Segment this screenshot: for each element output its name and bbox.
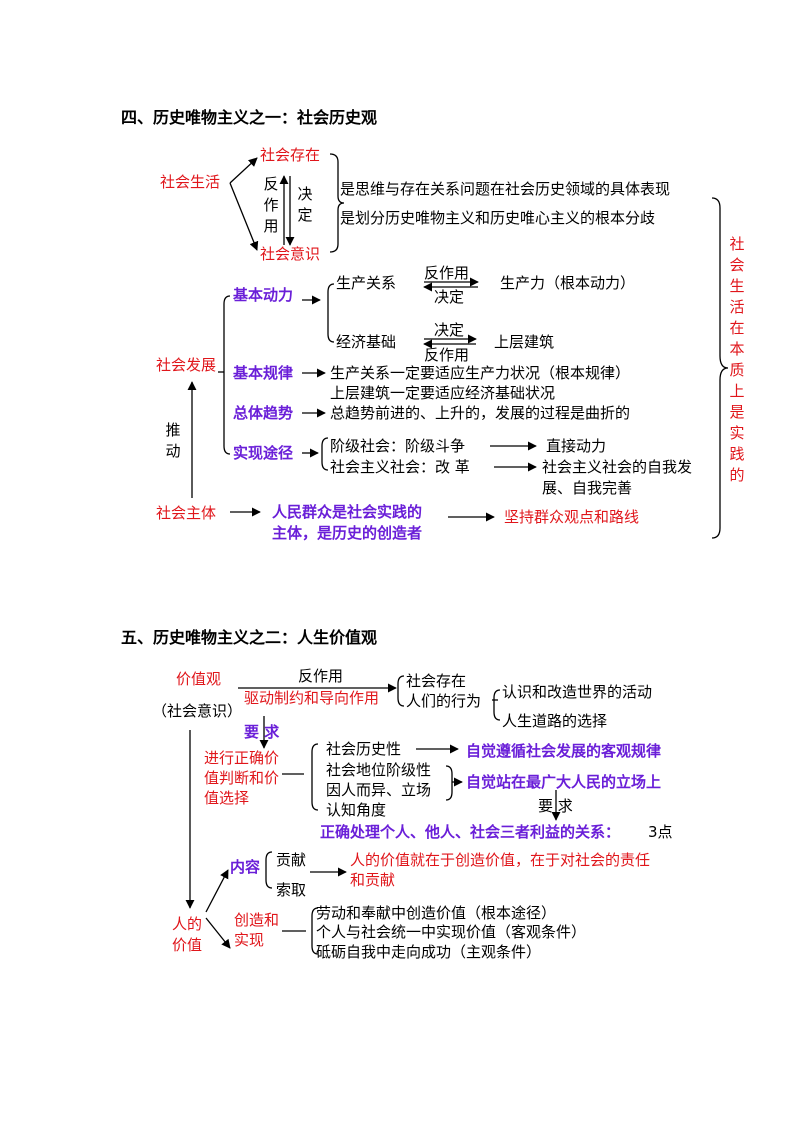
require-label-2: 要 求 bbox=[538, 797, 573, 815]
values-sub: （社会意识） bbox=[152, 702, 243, 720]
social-subject: 社会主体 bbox=[156, 504, 217, 522]
basic-power: 基本动力 bbox=[233, 286, 294, 304]
reaction-label: 反作用 bbox=[263, 175, 279, 235]
follow-law: 自觉遵循社会发展的客观规律 bbox=[466, 742, 662, 760]
social-consciousness: 社会意识 bbox=[260, 245, 321, 263]
determine-label: 决定 bbox=[297, 185, 313, 224]
social-life: 社会生活 bbox=[160, 173, 221, 191]
general-trend: 总体趋势 bbox=[233, 404, 294, 422]
value-lies-2: 和贡献 bbox=[350, 871, 396, 889]
expression-text: 是思维与存在关系问题在社会历史领域的具体表现 bbox=[340, 180, 671, 198]
masses-line-1: 人民群众是社会实践的 bbox=[272, 503, 423, 521]
varies: 因人而异、立场 bbox=[326, 781, 432, 799]
social-existence-2: 社会存在 bbox=[406, 672, 467, 690]
human-value-1: 人的 bbox=[172, 915, 203, 933]
side-note: 社会生活在本质上是实践的 bbox=[729, 235, 745, 484]
reaction-label-4: 反作用 bbox=[298, 667, 344, 685]
masses-line-2: 主体，是历史的创造者 bbox=[272, 524, 423, 542]
law-line-1: 生产关系一定要适应生产力状况（根本规律） bbox=[330, 364, 631, 382]
self-development-1: 社会主义社会的自我发 bbox=[542, 458, 693, 476]
create-line-2: 实现 bbox=[234, 931, 265, 949]
human-behavior: 人们的行为 bbox=[406, 692, 482, 710]
economic-base: 经济基础 bbox=[336, 333, 397, 351]
push-label: 推动 bbox=[165, 421, 181, 460]
basic-law: 基本规律 bbox=[233, 364, 294, 382]
drive-label: 驱动制约和导向作用 bbox=[244, 689, 380, 707]
production-relations: 生产关系 bbox=[336, 274, 397, 292]
law-line-2: 上层建筑一定要适应经济基础状况 bbox=[330, 384, 556, 402]
take: 索取 bbox=[276, 881, 307, 899]
mass-line: 坚持群众观点和路线 bbox=[504, 508, 640, 526]
way-3: 砥砺自我中走向成功（主观条件） bbox=[316, 943, 542, 961]
life-path: 人生道路的选择 bbox=[502, 712, 608, 730]
trend-text: 总趋势前进的、上升的，发展的过程是曲折的 bbox=[330, 404, 631, 422]
section4-heading: 四、历史唯物主义之一：社会历史观 bbox=[121, 108, 378, 127]
way-1: 劳动和奉献中创造价值（根本途径） bbox=[316, 904, 557, 922]
judge-line-1: 进行正确价 bbox=[204, 749, 280, 767]
cognition: 认知角度 bbox=[326, 801, 387, 819]
reaction-label-3: 反作用 bbox=[424, 346, 470, 364]
contribute: 贡献 bbox=[276, 851, 307, 869]
social-existence: 社会存在 bbox=[260, 146, 321, 164]
determine-label-2: 决定 bbox=[434, 288, 465, 306]
realization-path: 实现途径 bbox=[233, 444, 294, 462]
handle-relations: 正确处理个人、他人、社会三者利益的关系： bbox=[320, 823, 621, 841]
direct-power: 直接动力 bbox=[546, 437, 607, 455]
value-lies-1: 人的价值就在于创造价值，在于对社会的责任 bbox=[350, 851, 651, 869]
self-development-2: 展、自我完善 bbox=[542, 479, 633, 497]
social-history: 社会历史性 bbox=[326, 740, 402, 758]
boundary-text: 是划分历史唯物主义和历史唯心主义的根本分歧 bbox=[340, 209, 656, 227]
socialist-society: 社会主义社会：改 革 bbox=[330, 458, 470, 476]
stand-people: 自觉站在最广大人民的立场上 bbox=[466, 773, 662, 791]
section5-heading: 五、历史唯物主义之二：人生价值观 bbox=[121, 628, 378, 647]
content-label: 内容 bbox=[230, 858, 261, 876]
social-status: 社会地位阶级性 bbox=[326, 761, 432, 779]
values: 价值观 bbox=[176, 670, 222, 688]
require-label: 要 求 bbox=[244, 723, 280, 741]
way-2: 个人与社会统一中实现价值（客观条件） bbox=[316, 923, 587, 941]
class-society: 阶级社会：阶级斗争 bbox=[330, 437, 466, 455]
create-line-1: 创造和 bbox=[234, 911, 280, 929]
determine-label-3: 决定 bbox=[434, 321, 465, 339]
judge-line-2: 值判断和价 bbox=[204, 769, 280, 787]
social-development: 社会发展 bbox=[156, 356, 217, 374]
judge-line-3: 值选择 bbox=[204, 789, 250, 807]
three-points: 3点 bbox=[648, 823, 673, 841]
know-transform: 认识和改造世界的活动 bbox=[502, 683, 653, 701]
superstructure: 上层建筑 bbox=[494, 333, 555, 351]
human-value-2: 价值 bbox=[172, 936, 203, 954]
productive-forces: 生产力（根本动力） bbox=[500, 274, 636, 292]
reaction-label-2: 反作用 bbox=[424, 264, 470, 282]
